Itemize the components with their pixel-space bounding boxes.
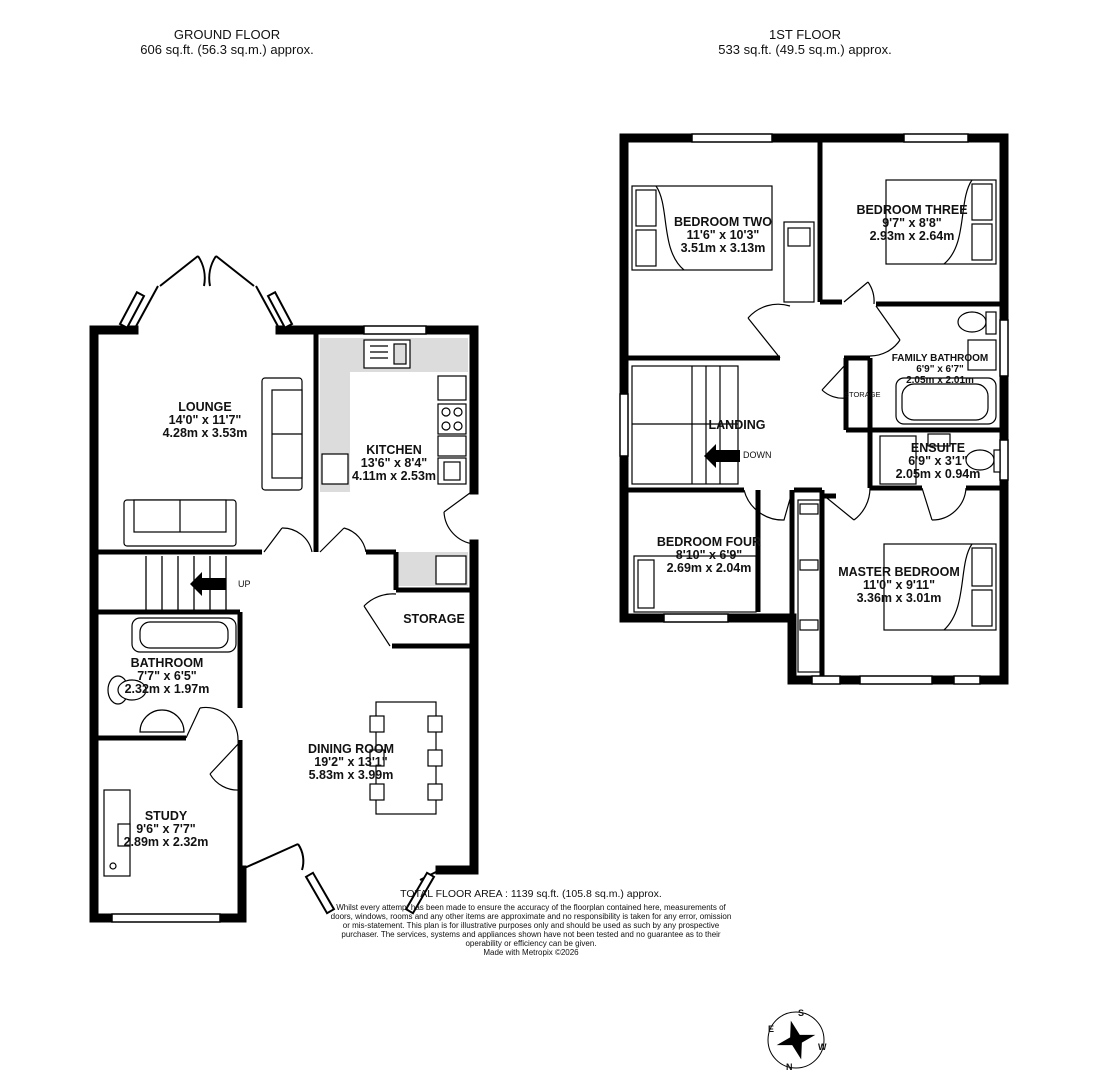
- room-imperial: 11'6" x 10'3": [686, 228, 760, 242]
- ground-floor-area: 606 sq.ft. (56.3 sq.m.) approx.: [140, 42, 314, 57]
- room-name: MASTER BEDROOM: [838, 565, 960, 579]
- stairs-down-label: DOWN: [743, 450, 772, 460]
- room-name: KITCHEN: [366, 443, 422, 457]
- room-metric: 2.69m x 2.04m: [666, 561, 752, 575]
- room-metric: 5.83m x 3.99m: [308, 768, 394, 782]
- room-bedroom-four: BEDROOM FOUR 8'10" x 6'9" 2.69m x 2.04m: [650, 536, 768, 575]
- room-name: ENSUITE: [910, 441, 966, 455]
- first-floor-area: 533 sq.ft. (49.5 sq.m.) approx.: [718, 42, 892, 57]
- room-master-bedroom: MASTER BEDROOM 11'0" x 9'11" 3.36m x 3.0…: [830, 566, 968, 605]
- room-imperial: 19'2" x 13'1": [314, 755, 388, 769]
- room-name: BATHROOM: [130, 656, 204, 670]
- room-imperial: 8'10" x 6'9": [675, 548, 743, 562]
- room-name: LANDING: [708, 418, 766, 432]
- room-bedroom-three: BEDROOM THREE 9'7" x 8'8" 2.93m x 2.64m: [852, 204, 972, 243]
- room-name: BEDROOM TWO: [674, 215, 772, 229]
- room-name: BEDROOM FOUR: [656, 535, 762, 549]
- room-lounge: LOUNGE 14'0" x 11'7" 4.28m x 3.53m: [150, 401, 260, 440]
- room-name: BEDROOM THREE: [856, 203, 968, 217]
- room-dining: DINING ROOM 19'2" x 13'1" 5.83m x 3.99m: [296, 743, 406, 782]
- floorplan-footer: TOTAL FLOOR AREA : 1139 sq.ft. (105.8 sq…: [330, 888, 732, 957]
- room-metric: 2.32m x 1.97m: [124, 682, 210, 696]
- room-name: STUDY: [144, 809, 188, 823]
- first-storage-label: STORAGE: [844, 390, 881, 399]
- room-metric: 2.05m x 2.01m: [906, 375, 974, 386]
- compass-n: N: [786, 1062, 793, 1072]
- room-metric: 2.93m x 2.64m: [869, 229, 955, 243]
- room-metric: 2.89m x 2.32m: [123, 835, 209, 849]
- compass-e: E: [768, 1024, 775, 1034]
- room-metric: 2.05m x 0.94m: [895, 467, 981, 481]
- first-floor-plan: [619, 133, 1009, 685]
- room-bathroom: BATHROOM 7'7" x 6'5" 2.32m x 1.97m: [114, 657, 220, 696]
- room-metric: 4.11m x 2.53m: [351, 469, 437, 483]
- disclaimer-text: Whilst every attempt has been made to en…: [330, 903, 732, 948]
- compass-w: W: [818, 1042, 827, 1052]
- room-imperial: 7'7" x 6'5": [137, 669, 197, 683]
- room-name: FAMILY BATHROOM: [891, 353, 989, 364]
- room-imperial: 9'6" x 7'7": [136, 822, 196, 836]
- room-metric: 3.36m x 3.01m: [856, 591, 942, 605]
- room-metric: 3.51m x 3.13m: [680, 241, 766, 255]
- compass-rose: [767, 1011, 825, 1069]
- room-bedroom-two: BEDROOM TWO 11'6" x 10'3" 3.51m x 3.13m: [668, 216, 778, 255]
- room-name: DINING ROOM: [307, 742, 395, 756]
- ground-floor-header: GROUND FLOOR 606 sq.ft. (56.3 sq.m.) app…: [120, 27, 334, 57]
- room-name: LOUNGE: [178, 400, 232, 414]
- compass-s: S: [798, 1008, 805, 1018]
- ground-floor-plan: [89, 255, 479, 923]
- room-metric: 4.28m x 3.53m: [162, 426, 248, 440]
- total-floor-area: TOTAL FLOOR AREA : 1139 sq.ft. (105.8 sq…: [400, 888, 662, 900]
- room-imperial: 9'7" x 8'8": [882, 216, 942, 230]
- room-imperial: 13'6" x 8'4": [360, 456, 428, 470]
- room-imperial: 6'9" x 6'7": [916, 364, 964, 375]
- first-floor-title: 1ST FLOOR: [768, 27, 841, 42]
- room-imperial: 11'0" x 9'11": [862, 578, 936, 592]
- room-storage: STORAGE: [400, 613, 468, 626]
- room-landing: LANDING: [700, 419, 774, 432]
- room-kitchen: KITCHEN 13'6" x 8'4" 4.11m x 2.53m: [342, 444, 446, 483]
- room-imperial: 6'9" x 3'1": [908, 454, 968, 468]
- room-name: STORAGE: [403, 612, 465, 626]
- first-floor-header: 1ST FLOOR 533 sq.ft. (49.5 sq.m.) approx…: [700, 27, 910, 57]
- room-imperial: 14'0" x 11'7": [168, 413, 242, 427]
- room-study: STUDY 9'6" x 7'7" 2.89m x 2.32m: [114, 810, 218, 849]
- room-family-bathroom: FAMILY BATHROOM 6'9" x 6'7" 2.05m x 2.01…: [886, 353, 994, 386]
- stairs-up-label: UP: [238, 579, 251, 589]
- credit-text: Made with Metropix ©2026: [483, 948, 579, 957]
- room-ensuite: ENSUITE 6'9" x 3'1" 2.05m x 0.94m: [882, 442, 994, 481]
- ground-floor-title: GROUND FLOOR: [173, 27, 281, 42]
